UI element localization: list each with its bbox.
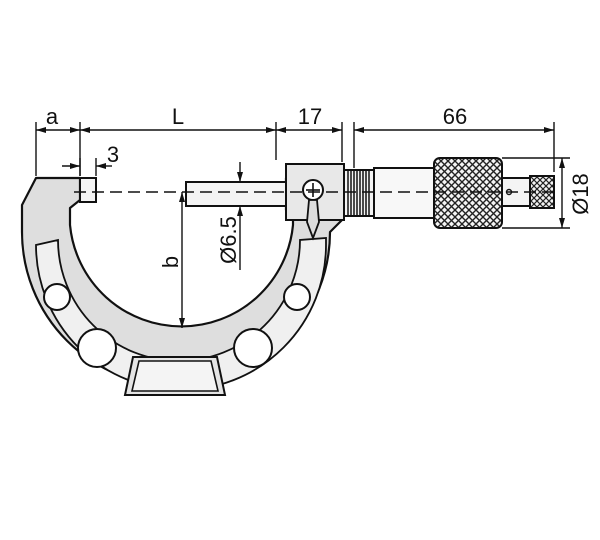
dim-label-a: a — [46, 104, 59, 129]
frame-hole — [233, 328, 273, 368]
anvil — [79, 177, 97, 203]
lock-lever — [306, 199, 320, 241]
arrowheads — [36, 127, 565, 328]
dim-label-L: L — [172, 104, 184, 129]
dim-label-66: 66 — [443, 104, 467, 129]
dim-label-17: 17 — [298, 104, 322, 129]
dim-label-spindle-dia: Ø6.5 — [216, 216, 241, 264]
frame-hole — [77, 328, 117, 368]
frame-hole — [43, 283, 71, 311]
frame-hole — [283, 283, 311, 311]
sleeve — [343, 167, 435, 219]
dim-label-b: b — [158, 256, 183, 268]
frame — [20, 176, 344, 396]
thimble — [433, 157, 503, 229]
dim-label-thimble-dia: Ø18 — [568, 173, 593, 215]
spindle — [185, 181, 287, 207]
dim-label-3: 3 — [107, 142, 119, 167]
